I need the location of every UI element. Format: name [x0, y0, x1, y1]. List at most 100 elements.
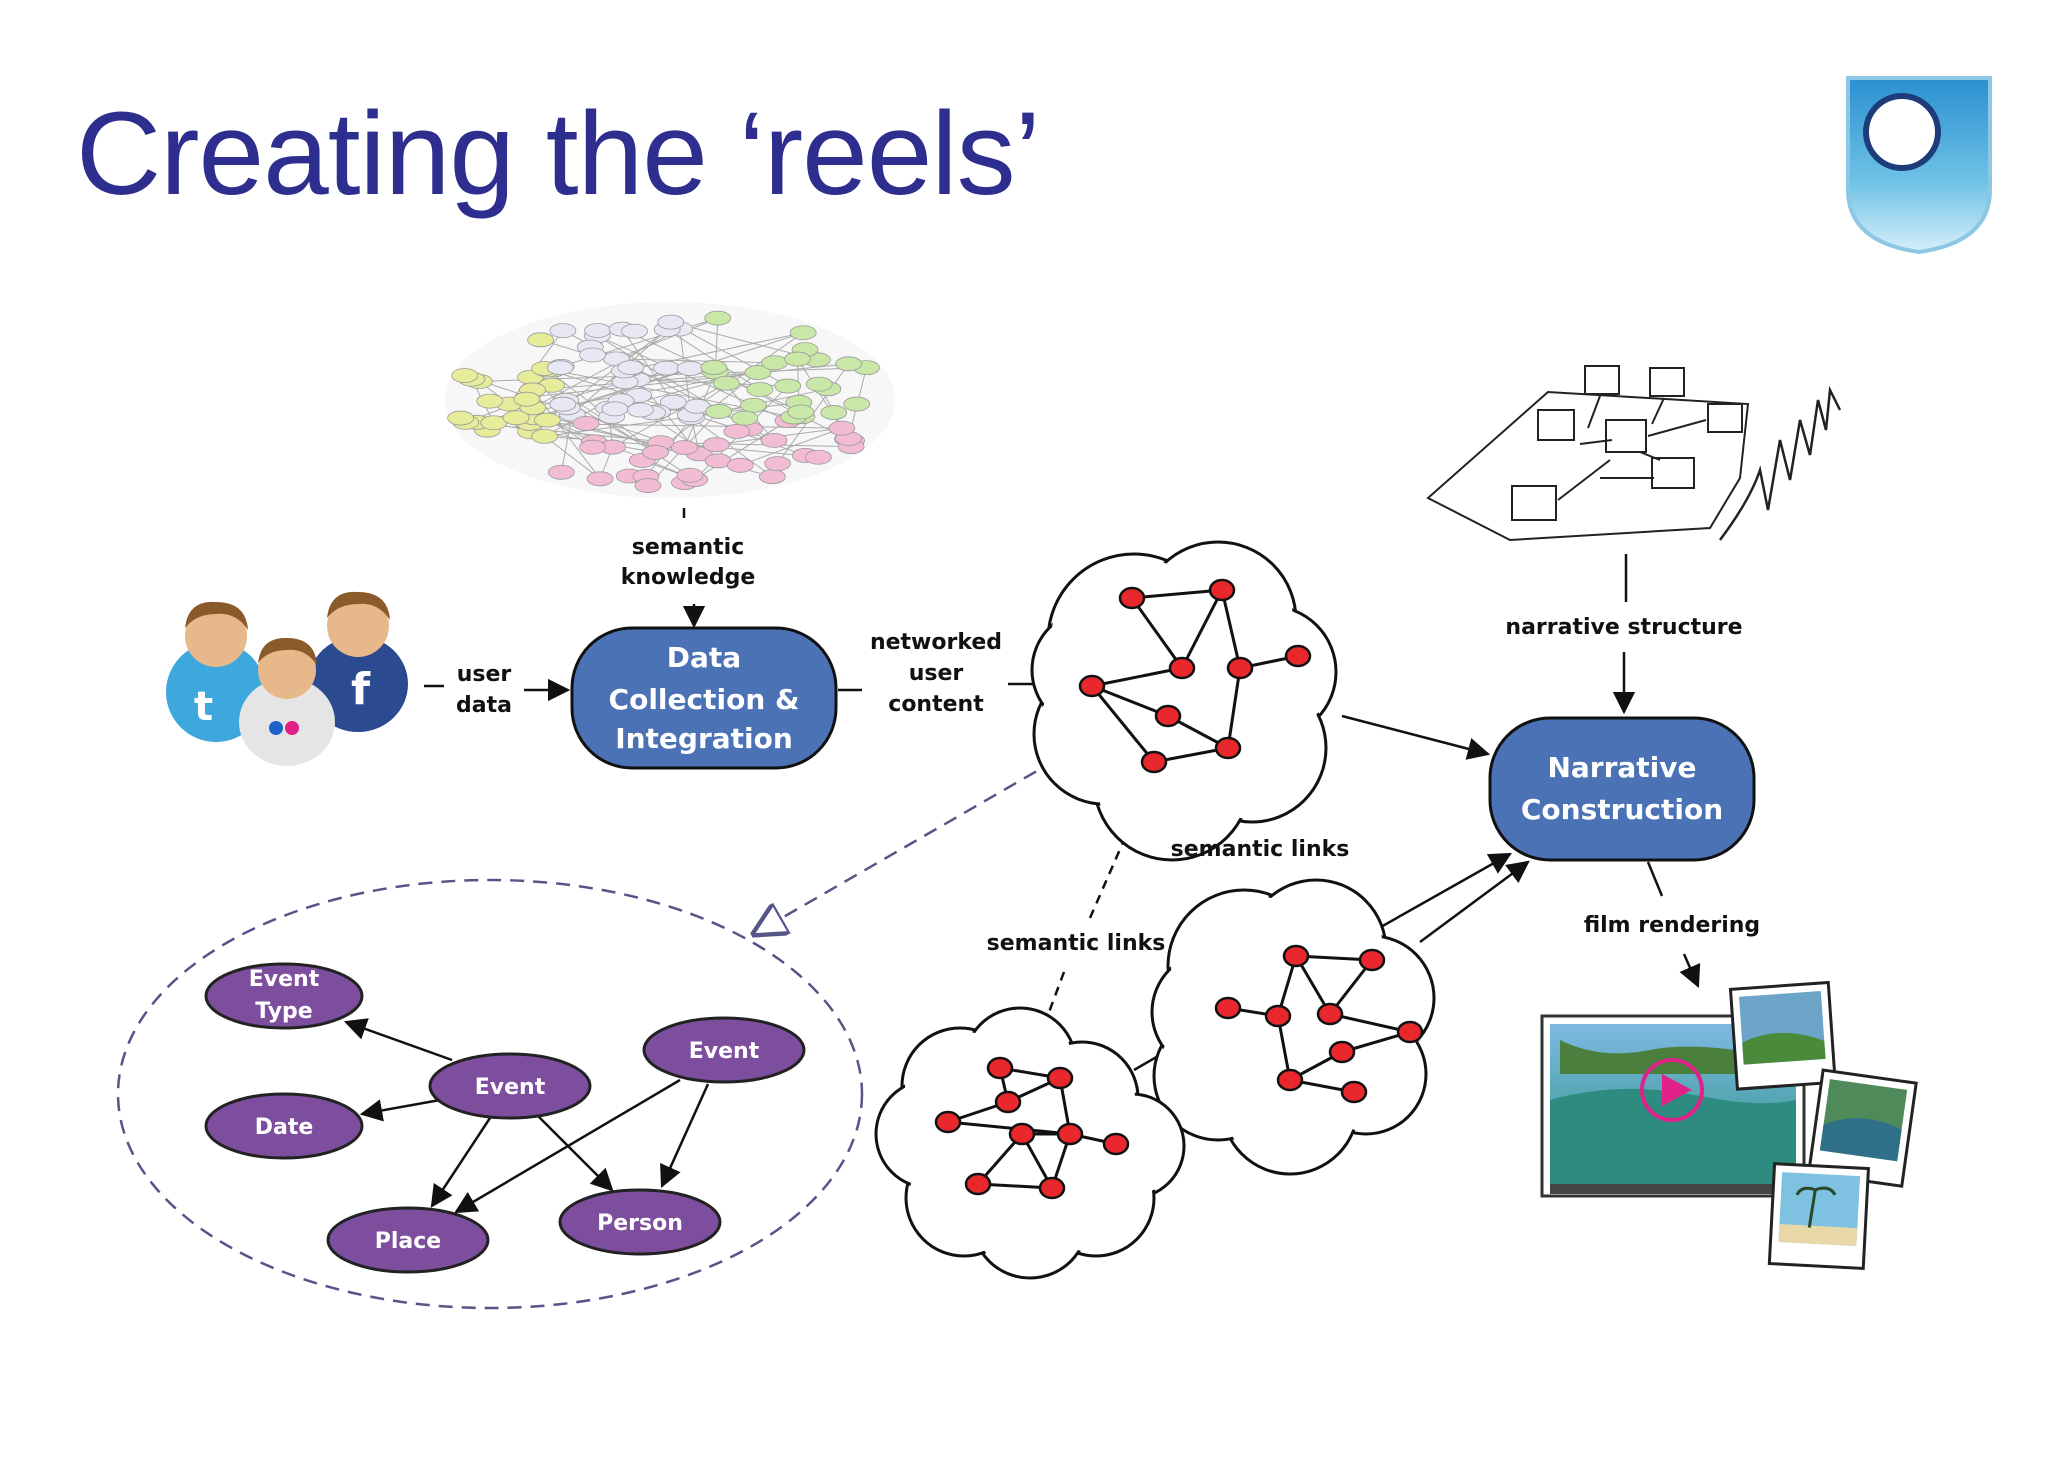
- open-university-shield-icon: [1846, 76, 1992, 255]
- graph-blob: [761, 355, 788, 371]
- graph-blob: [621, 323, 648, 339]
- social-users-icon: f t: [166, 591, 408, 766]
- node-event-type-line-2: Type: [255, 999, 312, 1024]
- network-node: [1154, 704, 1182, 728]
- network-node: [986, 1056, 1014, 1080]
- graph-blob: [546, 360, 574, 376]
- node-event-type-line-1: Event: [249, 967, 320, 992]
- slide-title: Creating the ‘reels’: [76, 88, 1041, 220]
- user-data-label-1: user: [457, 662, 512, 687]
- network-node: [1118, 586, 1146, 610]
- data-collection-line-2: Collection &: [609, 683, 800, 716]
- graph-blob: [642, 445, 669, 460]
- graph-blob: [676, 467, 704, 483]
- zoom-link-arrow: [754, 758, 1057, 934]
- network-node: [1396, 1020, 1424, 1044]
- networked-label-3: content: [888, 692, 984, 717]
- graph-blob: [671, 440, 698, 455]
- network-node: [1340, 1080, 1368, 1104]
- cloud-network: [874, 1006, 1186, 1280]
- graph-blob: [789, 325, 817, 341]
- graph-blob: [774, 378, 802, 394]
- graph-blob: [533, 412, 561, 428]
- semantic-links-label-1: semantic links: [1171, 837, 1350, 862]
- graph-blob: [835, 356, 863, 372]
- network-node: [964, 1172, 992, 1196]
- graph-blob: [531, 428, 559, 444]
- network-node: [994, 1090, 1022, 1114]
- network-edge: [947, 1120, 1071, 1136]
- cloud-network: [1030, 540, 1338, 862]
- graph-blob: [764, 456, 792, 471]
- network-node: [1284, 644, 1312, 668]
- network-edge: [1090, 685, 1156, 763]
- graph-blob: [634, 478, 662, 493]
- networked-label-1: networked: [870, 630, 1002, 655]
- network-node: [934, 1110, 962, 1134]
- networks: [874, 540, 1436, 1280]
- node-event-main: Event: [475, 1075, 546, 1100]
- graph-blob: [787, 404, 815, 420]
- graph-blob: [705, 404, 733, 419]
- film-rendering-image: [1540, 980, 1918, 1271]
- narrative-structure-label: narrative structure: [1505, 615, 1742, 640]
- graph-blob: [784, 351, 811, 367]
- flow-arrows: [424, 508, 1701, 1072]
- network-node: [1316, 1002, 1344, 1026]
- network-edge: [1180, 589, 1224, 669]
- graph-blob: [760, 432, 788, 448]
- network-node: [1140, 750, 1168, 774]
- svg-text:t: t: [194, 684, 213, 730]
- narrative-construction-line-1: Narrative: [1547, 751, 1696, 784]
- node-date: Date: [255, 1115, 314, 1140]
- graph-blob: [676, 361, 704, 376]
- graph-blob: [527, 332, 555, 348]
- graph-blob: [702, 437, 730, 453]
- graph-blob: [820, 405, 848, 420]
- graph-blob: [740, 397, 767, 413]
- data-collection-line-1: Data: [667, 641, 741, 674]
- data-collection-line-3: Integration: [615, 722, 793, 755]
- network-node: [1168, 656, 1196, 680]
- network-node: [1046, 1066, 1074, 1090]
- network-node: [1208, 578, 1236, 602]
- semantic-graph-image: [445, 302, 895, 498]
- graph-blob: [712, 375, 740, 391]
- network-node: [1328, 1040, 1356, 1064]
- network-node: [1214, 736, 1242, 760]
- network-edge: [1226, 667, 1242, 749]
- narrative-construction-box: Narrative Construction: [1488, 716, 1756, 862]
- graph-blob: [805, 376, 833, 392]
- graph-blob: [758, 469, 786, 485]
- node-person: Person: [597, 1211, 683, 1236]
- event-model: Event Type Event Event Date Place Person: [116, 878, 864, 1310]
- graph-blob: [447, 410, 475, 426]
- user-data-label-2: data: [456, 693, 512, 718]
- network-edge: [1091, 666, 1183, 688]
- network-node: [1102, 1132, 1130, 1156]
- graph-blob: [828, 420, 856, 436]
- semantic-links-label-2: semantic links: [987, 931, 1166, 956]
- graph-blob: [657, 314, 685, 330]
- network-edge: [1130, 597, 1184, 669]
- graph-blob: [584, 323, 612, 338]
- graph-blob: [601, 401, 629, 417]
- network-edge: [1220, 589, 1242, 669]
- network-node: [1226, 656, 1254, 680]
- graph-blob: [804, 449, 832, 465]
- graph-blob: [502, 410, 530, 426]
- network-node: [1276, 1068, 1304, 1092]
- network-node: [1214, 996, 1242, 1020]
- network-node: [1008, 1122, 1036, 1146]
- film-rendering-label: film rendering: [1584, 913, 1760, 938]
- graph-blob: [626, 402, 654, 418]
- narrative-structure-sketch: [1426, 365, 1842, 542]
- node-place: Place: [375, 1229, 441, 1254]
- semantic-knowledge-label-1: semantic: [632, 535, 745, 560]
- graph-blob: [572, 415, 600, 431]
- network-edge: [1131, 588, 1223, 600]
- network-node: [1264, 1004, 1292, 1028]
- network-edge: [1091, 684, 1169, 718]
- graph-blob: [579, 439, 606, 455]
- network-node: [1358, 948, 1386, 972]
